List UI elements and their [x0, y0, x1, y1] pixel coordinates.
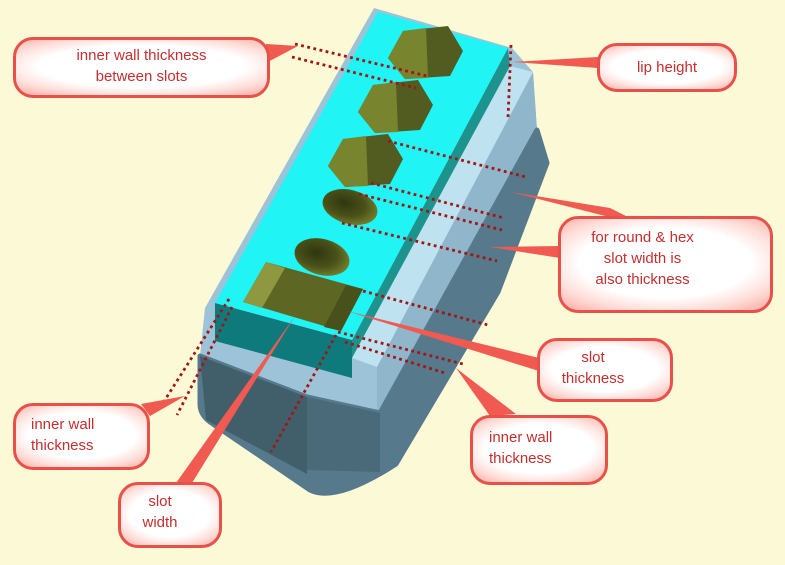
dotted-line-left-wall-inner	[175, 306, 234, 416]
callout-text: lip height	[636, 59, 698, 76]
base-front-left-face	[200, 356, 307, 474]
round-slot-2	[294, 238, 350, 276]
callout-text: thickness	[561, 370, 625, 387]
callout-text: slot	[581, 349, 605, 366]
callout-inner-wall-thickness-right: inner wall thickness	[470, 415, 608, 485]
dotted-line-slot-near-edge	[337, 330, 464, 366]
callout-text: thickness	[489, 450, 552, 467]
callout-text: slot	[148, 493, 172, 510]
dotted-line-wall-hex1-b	[291, 55, 417, 90]
dotted-line-block-near-edge	[344, 340, 446, 375]
plate-front-face	[215, 303, 352, 378]
callout-slot-thickness: slot thickness	[537, 338, 673, 402]
callout-inner-wall-thickness-between-slots: inner wall thickness between slots	[13, 37, 270, 98]
leader-slot-width	[176, 316, 295, 483]
round-slot-1	[322, 189, 378, 225]
annotation-dotted-lines	[161, 42, 527, 453]
dotted-line-hex3-top	[387, 139, 527, 179]
callout-text: between slots	[95, 68, 188, 85]
dotted-line-left-wall-outer	[161, 298, 231, 404]
callout-text: also thickness	[595, 271, 690, 288]
dotted-line-hex3-bottom	[370, 181, 505, 220]
hex-slot-3	[328, 134, 403, 187]
lip-block-right-face	[377, 72, 537, 413]
callout-lip-height: lip height	[597, 43, 737, 92]
leader-slot-thickness	[347, 311, 539, 371]
callout-text: slot width is	[603, 250, 682, 267]
leader-inner-wall-left	[141, 396, 185, 416]
callout-text: inner wall	[31, 416, 95, 433]
leader-inner-wall-between-slots	[266, 44, 298, 63]
callout-text: thickness	[31, 437, 94, 454]
callout-inner-wall-thickness-left: inner wall thickness	[13, 403, 150, 470]
base-front-right-face	[307, 397, 380, 472]
leader-lip-height	[512, 57, 598, 68]
callout-text: width	[142, 514, 178, 531]
rect-slot-right-wall	[324, 285, 363, 331]
callout-text: inner wall thickness	[76, 47, 207, 64]
dotted-line-slot-far-edge	[362, 289, 489, 327]
callout-text: for round & hex	[591, 229, 694, 246]
annotation-leaders	[141, 44, 648, 483]
callout-slot-width: slot width	[118, 482, 222, 548]
hex-slot-1	[388, 26, 463, 79]
dotted-line-round1-bottom	[341, 221, 498, 263]
callout-round-hex-note: for round & hex slot width is also thick…	[558, 216, 773, 313]
model-base-block	[197, 127, 550, 496]
leader-inner-wall-right	[456, 368, 516, 416]
callout-text: inner wall	[489, 429, 553, 446]
rect-slot	[243, 262, 363, 331]
plate-right-face	[352, 48, 510, 358]
hex-slot-2	[358, 80, 433, 133]
lip-ledge-top	[352, 66, 533, 367]
rect-slot-left-wall	[243, 262, 285, 308]
leader-round-hex-b	[490, 246, 560, 258]
